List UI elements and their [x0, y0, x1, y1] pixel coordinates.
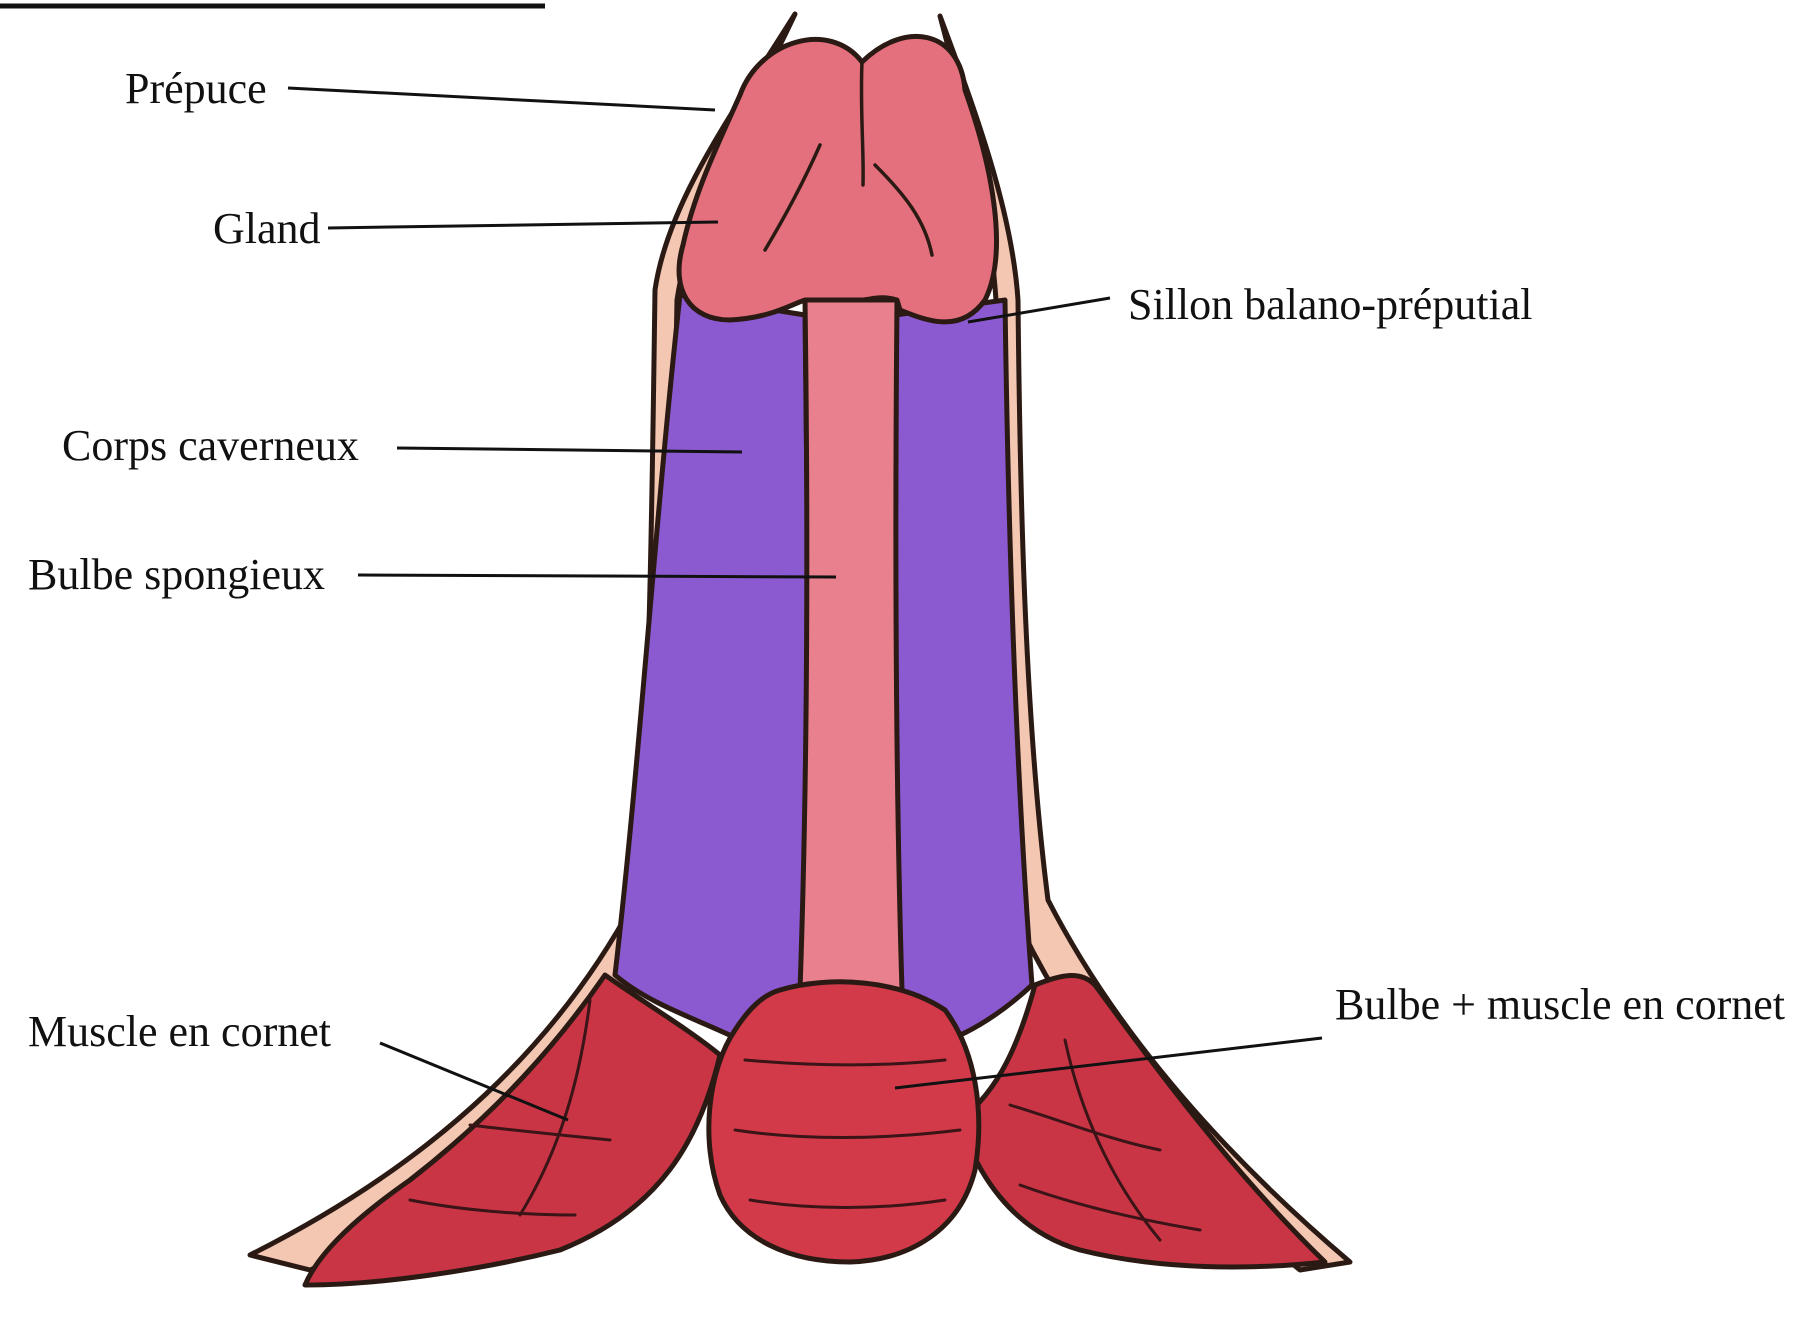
label-bulbe-spongieux: Bulbe spongieux [28, 553, 325, 597]
leader-prepuce [288, 88, 715, 110]
gland-center-fold [861, 62, 863, 185]
label-corps-caverneux: Corps caverneux [62, 424, 359, 468]
leader-bulbe-spongieux [358, 575, 836, 577]
label-muscle-en-cornet: Muscle en cornet [28, 1010, 331, 1054]
gland [679, 36, 996, 322]
label-gland: Gland [213, 207, 321, 251]
bulbe [709, 982, 979, 1262]
corps-caverneux-left [615, 295, 812, 1040]
leader-gland [328, 222, 718, 228]
muscle-en-cornet-right [960, 976, 1325, 1267]
label-sillon-balano-preputial: Sillon balano-préputial [1128, 283, 1532, 327]
corps-spongieux [800, 300, 902, 990]
label-bulbe-muscle-en-cornet: Bulbe + muscle en cornet [1335, 983, 1785, 1027]
label-prepuce: Prépuce [125, 67, 267, 111]
